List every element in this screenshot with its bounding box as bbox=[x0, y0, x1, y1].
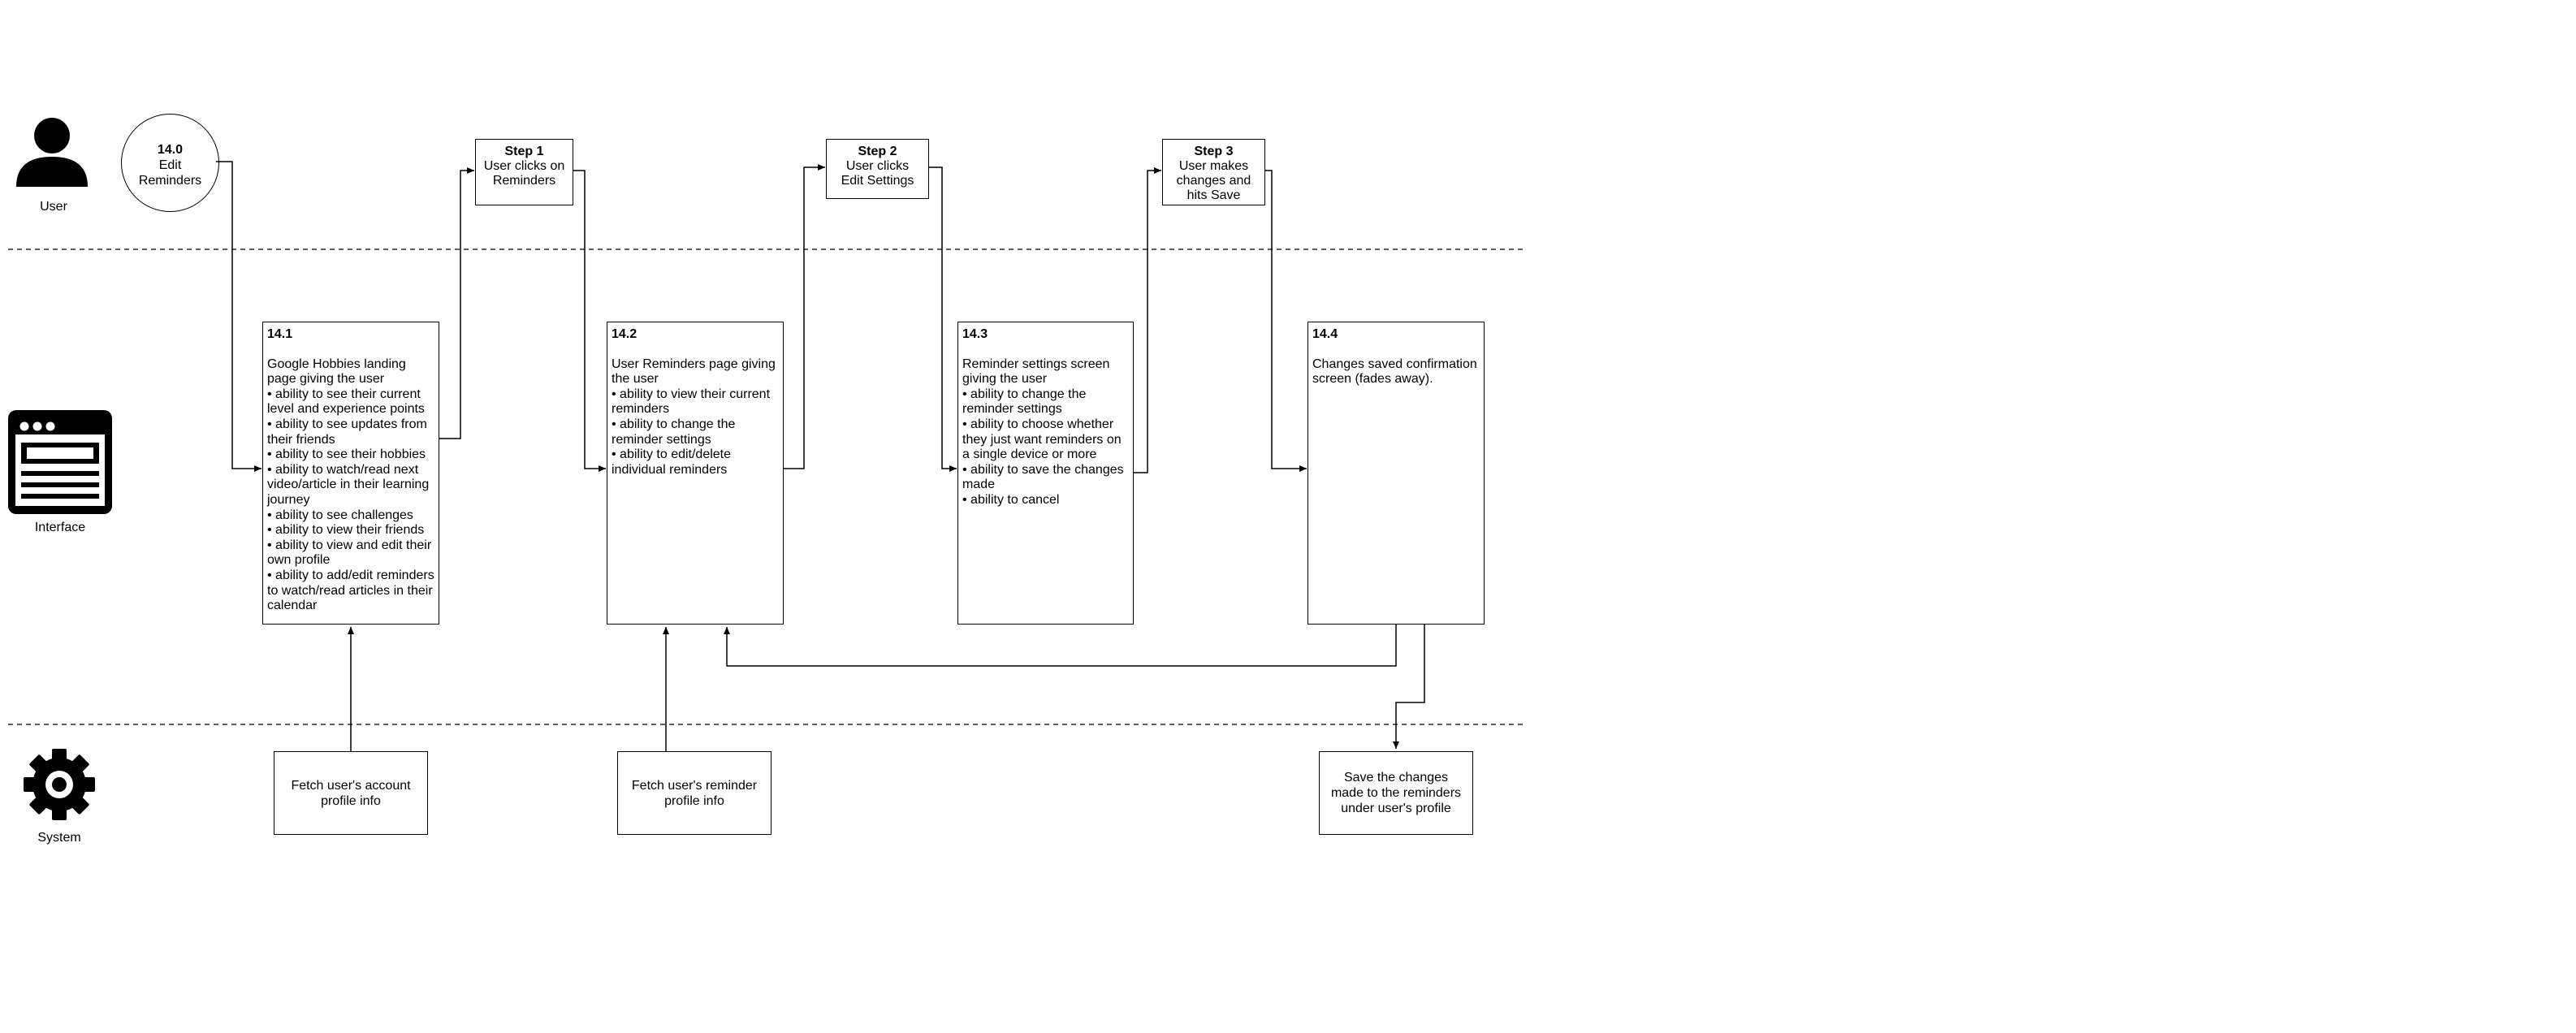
screen-14-2-list: ability to view their current reminders … bbox=[612, 387, 779, 478]
connector-14-2-to-step-2 bbox=[784, 164, 825, 469]
screen-14-3-id: 14.3 bbox=[962, 327, 988, 341]
screen-14-3-list: ability to change the reminder settings … bbox=[962, 387, 1129, 508]
connector-14-3-to-step-3 bbox=[1134, 167, 1161, 473]
step-3-box: Step 3 User makes changes and hits Save bbox=[1162, 139, 1265, 205]
screen-14-4-intro: Changes saved confirmation screen (fades… bbox=[1312, 357, 1477, 387]
connector-start-to-14-1 bbox=[216, 161, 261, 472]
list-item: ability to choose whether they just want… bbox=[962, 417, 1129, 463]
list-item: ability to save the changes made bbox=[962, 463, 1129, 493]
screen-14-1-list: ability to see their current level and e… bbox=[267, 387, 434, 614]
start-node-line2: Reminders bbox=[138, 174, 202, 188]
step-2-box: Step 2 User clicks Edit Settings bbox=[826, 139, 929, 199]
system-save-changes: Save the changes made to the reminders u… bbox=[1319, 751, 1473, 835]
list-item: ability to view their friends bbox=[267, 523, 434, 538]
lane-label-interface: Interface bbox=[34, 521, 86, 534]
step-2-text: User clicks Edit Settings bbox=[841, 159, 914, 188]
start-node-edit-reminders: 14.0 Edit Reminders bbox=[121, 114, 219, 212]
list-item: ability to view their current reminders bbox=[612, 387, 779, 417]
step-2-title: Step 2 bbox=[858, 145, 897, 158]
system-fetch-account-text: Fetch user's account profile info bbox=[291, 778, 411, 808]
user-icon bbox=[16, 118, 88, 187]
list-item: ability to view and edit their own profi… bbox=[267, 538, 434, 568]
system-fetch-reminder-profile: Fetch user's reminder profile info bbox=[617, 751, 772, 835]
list-item: ability to change the reminder settings bbox=[612, 417, 779, 447]
step-3-title: Step 3 bbox=[1194, 145, 1234, 158]
screen-14-1-id: 14.1 bbox=[267, 327, 293, 341]
screen-14-1-intro: Google Hobbies landing page giving the u… bbox=[267, 357, 406, 387]
gear-icon bbox=[24, 749, 95, 820]
list-item: ability to cancel bbox=[962, 493, 1129, 508]
list-item: ability to see their current level and e… bbox=[267, 387, 434, 417]
list-item: ability to see updates from their friend… bbox=[267, 417, 434, 447]
screen-14-3: 14.3 Reminder settings screen giving the… bbox=[957, 322, 1134, 625]
screen-14-3-intro: Reminder settings screen giving the user bbox=[962, 357, 1110, 387]
connector-step-3-to-14-4 bbox=[1265, 170, 1307, 472]
screen-14-2: 14.2 User Reminders page giving the user… bbox=[607, 322, 784, 625]
start-node-id: 14.0 bbox=[157, 143, 184, 157]
screen-14-2-intro: User Reminders page giving the user bbox=[612, 357, 776, 387]
step-1-title: Step 1 bbox=[504, 145, 544, 158]
step-1-text: User clicks on Reminders bbox=[483, 159, 565, 188]
system-fetch-account-profile: Fetch user's account profile info bbox=[274, 751, 428, 835]
list-item: ability to watch/read next video/article… bbox=[267, 463, 434, 508]
lane-label-user: User bbox=[40, 200, 67, 214]
screen-14-1: 14.1 Google Hobbies landing page giving … bbox=[262, 322, 439, 625]
list-item: ability to change the reminder settings bbox=[962, 387, 1129, 417]
screen-14-2-id: 14.2 bbox=[612, 327, 638, 341]
connector-step-2-to-14-3 bbox=[929, 166, 957, 472]
browser-window-icon bbox=[8, 410, 112, 514]
system-save-changes-text: Save the changes made to the reminders u… bbox=[1330, 771, 1462, 815]
list-item: ability to add/edit reminders to watch/r… bbox=[267, 568, 434, 614]
list-item: ability to edit/delete individual remind… bbox=[612, 447, 779, 478]
list-item: ability to see challenges bbox=[267, 508, 434, 524]
connector-14-4-to-save-system bbox=[1393, 625, 1425, 749]
screen-14-4: 14.4 Changes saved confirmation screen (… bbox=[1307, 322, 1485, 625]
lane-label-system: System bbox=[37, 831, 81, 845]
step-1-box: Step 1 User clicks on Reminders bbox=[475, 139, 573, 205]
connector-14-1-to-step-1 bbox=[439, 167, 474, 439]
list-item: ability to see their hobbies bbox=[267, 447, 434, 463]
connector-14-4-back-to-14-2 bbox=[724, 625, 1397, 667]
screen-14-4-id: 14.4 bbox=[1312, 327, 1338, 341]
start-node-line1: Edit bbox=[158, 158, 182, 172]
step-3-text: User makes changes and hits Save bbox=[1176, 159, 1251, 202]
connector-step-1-to-14-2 bbox=[573, 170, 606, 472]
system-fetch-reminder-text: Fetch user's reminder profile info bbox=[631, 778, 758, 808]
